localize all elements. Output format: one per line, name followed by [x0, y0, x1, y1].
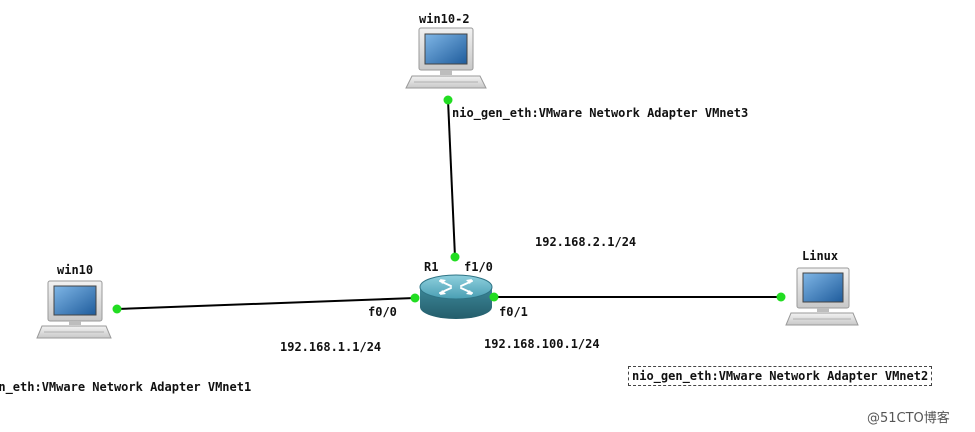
port-dot-router-f0-0: [410, 293, 420, 303]
port-dot-win10: [112, 304, 122, 314]
node-label-r1: R1: [424, 260, 439, 274]
network-label-100: 192.168.100.1/24: [484, 337, 600, 351]
router-icon[interactable]: [419, 274, 493, 319]
interface-label-linux[interactable]: nio_gen_eth:VMware Network Adapter VMnet…: [628, 366, 933, 386]
port-dot-win10-2: [443, 95, 453, 105]
watermark: @51CTO博客: [867, 411, 950, 426]
computer-icon-win10-2[interactable]: [405, 27, 487, 89]
interface-label-win10: nio_gen_eth:VMware Network Adapter VMnet…: [0, 380, 252, 394]
link-router-win10-2[interactable]: [447, 99, 456, 258]
port-label-f1-0: f1/0: [464, 260, 493, 274]
port-label-f0-0: f0/0: [368, 305, 397, 319]
node-label-win10-2: win10-2: [419, 12, 470, 26]
network-label-1: 192.168.1.1/24: [280, 340, 382, 354]
node-label-linux: Linux: [802, 249, 839, 263]
node-label-win10: win10: [57, 263, 94, 277]
port-dot-router-f1-0: [450, 252, 460, 262]
computer-icon-win10[interactable]: [36, 280, 112, 339]
link-router-win10[interactable]: [116, 297, 416, 310]
port-label-f0-1: f0/1: [499, 305, 528, 319]
interface-label-win10-2: nio_gen_eth:VMware Network Adapter VMnet…: [452, 106, 749, 120]
port-dot-router-f0-1: [489, 292, 499, 302]
port-dot-linux: [776, 292, 786, 302]
computer-icon-linux[interactable]: [785, 267, 859, 326]
network-label-2: 192.168.2.1/24: [535, 235, 637, 249]
